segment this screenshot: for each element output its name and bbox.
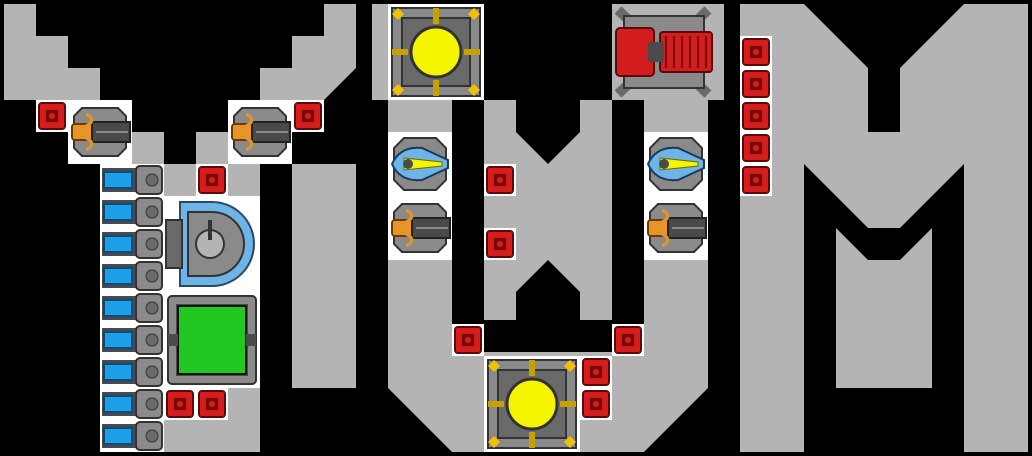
armor-block[interactable] <box>484 164 516 196</box>
floor-m-left-diag <box>804 4 964 228</box>
control-console[interactable] <box>164 292 260 388</box>
armor-block[interactable] <box>740 68 772 100</box>
reactor-top[interactable] <box>388 4 484 100</box>
thruster-pod[interactable] <box>612 4 724 100</box>
armor-block[interactable] <box>580 356 612 388</box>
battery-cell[interactable] <box>100 164 164 196</box>
armor-block[interactable] <box>196 164 228 196</box>
floor-w-top-left-cap <box>372 4 388 100</box>
wall-w-notch-top <box>516 100 580 164</box>
battery-cell[interactable] <box>100 420 164 452</box>
battery-cell[interactable] <box>100 388 164 420</box>
wall-w-notch-bottom <box>516 260 580 324</box>
armor-block[interactable] <box>196 388 228 420</box>
laser-turret[interactable] <box>644 132 708 196</box>
reactor-bottom[interactable] <box>484 356 580 452</box>
armor-block[interactable] <box>580 388 612 420</box>
cannon-turret[interactable] <box>68 100 132 164</box>
battery-cell[interactable] <box>100 196 164 228</box>
armor-block[interactable] <box>164 388 196 420</box>
floor-w-top-left <box>388 100 452 132</box>
armor-block[interactable] <box>612 324 644 356</box>
laser-turret[interactable] <box>388 132 452 196</box>
battery-cell[interactable] <box>100 292 164 324</box>
armor-block[interactable] <box>740 36 772 68</box>
floor-m-lower <box>836 228 932 388</box>
battery-cell[interactable] <box>100 228 164 260</box>
cannon-turret[interactable] <box>228 100 292 164</box>
floor-w-right-diag <box>612 324 708 452</box>
cannon-turret[interactable] <box>388 196 452 260</box>
wall-w-left-gap <box>452 100 484 324</box>
armor-block[interactable] <box>452 324 484 356</box>
wall-w-right-gap <box>612 100 644 324</box>
floor-m-right-bar <box>964 4 1028 452</box>
armor-block[interactable] <box>740 132 772 164</box>
cannon-turret[interactable] <box>644 196 708 260</box>
armor-block[interactable] <box>740 100 772 132</box>
shield-generator[interactable] <box>164 196 260 292</box>
floor-y-right-bar <box>292 164 356 388</box>
armor-block[interactable] <box>740 164 772 196</box>
floor-w-left-diag <box>388 324 484 452</box>
armor-block[interactable] <box>292 100 324 132</box>
battery-cell[interactable] <box>100 260 164 292</box>
floor-w-right-bar <box>644 260 708 324</box>
floor-w-left-bar <box>388 260 452 324</box>
battery-cell[interactable] <box>100 324 164 356</box>
armor-block[interactable] <box>36 100 68 132</box>
battery-cell[interactable] <box>100 356 164 388</box>
floor-w-top-right <box>644 100 708 132</box>
armor-block[interactable] <box>484 228 516 260</box>
